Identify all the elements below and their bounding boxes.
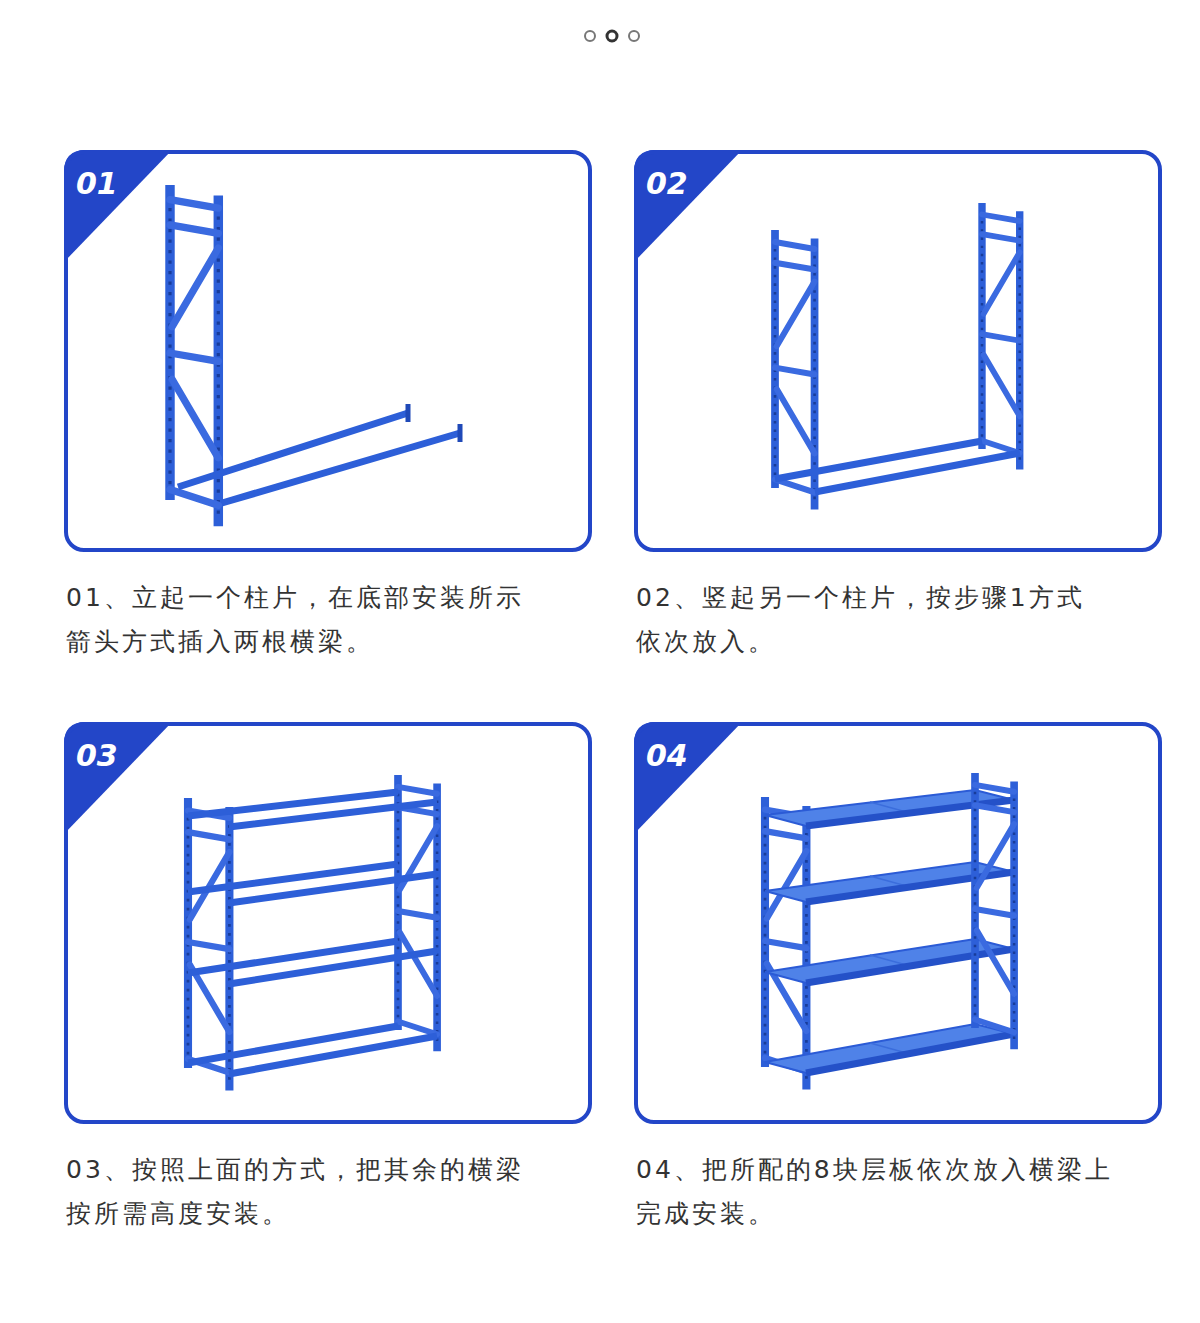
step-caption: 04、把所配的8块层板依次放入横梁上 完成安装。: [636, 1148, 1119, 1236]
upright-frame: [188, 798, 229, 1091]
step-number: 04: [646, 738, 688, 774]
step-caption: 03、按照上面的方式，把其余的横梁 按所需高度安装。: [66, 1148, 530, 1236]
step-number: 01: [76, 166, 118, 202]
beam-bracket: [408, 404, 460, 442]
step-number: 03: [76, 738, 118, 774]
badge-triangle: [634, 722, 742, 834]
step-panel: 0101、立起一个柱片，在底部安装所示 箭头方式插入两根横梁。: [64, 150, 592, 552]
step-number: 02: [646, 166, 688, 202]
step-caption: 01、立起一个柱片，在底部安装所示 箭头方式插入两根横梁。: [66, 576, 530, 664]
pager-dot: [629, 31, 639, 41]
upright-frame: [775, 230, 815, 510]
pager-dot: [607, 31, 617, 41]
upright-frame: [982, 203, 1020, 470]
step-caption: 02、竖起另一个柱片，按步骤1方式 依次放入。: [636, 576, 1091, 664]
shelf-seam: [870, 802, 910, 1054]
upright-frame: [765, 797, 806, 1090]
corner-badges: [64, 150, 742, 834]
pager-dot: [585, 31, 595, 41]
step-panel: 0202、竖起另一个柱片，按步骤1方式 依次放入。: [634, 150, 1162, 552]
step-panel: 0404、把所配的8块层板依次放入横梁上 完成安装。: [634, 722, 1162, 1124]
step4-rack: [765, 773, 1014, 1090]
step2-rack: [775, 203, 1020, 510]
badge-triangle: [64, 722, 172, 834]
badge-triangle: [634, 150, 742, 262]
upright-frame: [398, 775, 437, 1051]
pager-dots: [585, 31, 639, 41]
step3-rack: [188, 775, 437, 1091]
beam: [188, 792, 437, 1074]
beam: [775, 441, 1020, 492]
step-panel: 0303、按照上面的方式，把其余的横梁 按所需高度安装。: [64, 722, 592, 1124]
badge-triangle: [64, 150, 172, 262]
step1-rack: [170, 185, 460, 526]
beam: [178, 413, 460, 503]
upright-frame: [975, 773, 1014, 1049]
